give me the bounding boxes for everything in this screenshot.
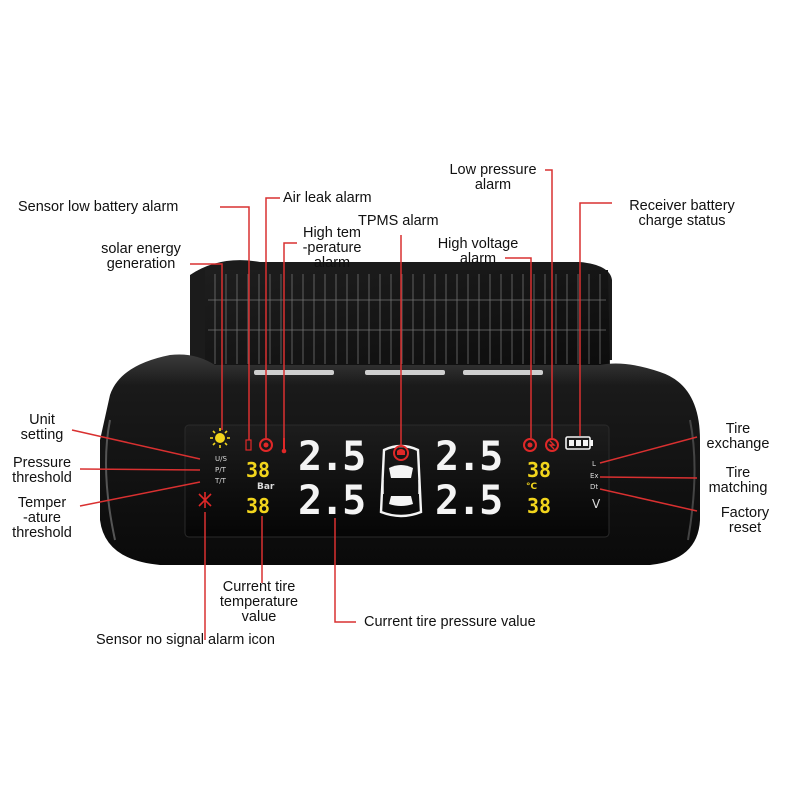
light-strip-2 [365,370,445,375]
pressure-front-left: 2.5 [298,434,366,480]
tpms-alarm-glyph [397,449,405,455]
label-air-leak: Air leak alarm [283,190,372,206]
label-high-voltage-line2: alarm [459,251,497,267]
label-tire-exchange: Tire exchange [700,422,776,452]
label-solar: solar energy generation [86,242,196,272]
label-high-voltage-line1: High voltage [437,236,519,252]
pressure-rear-right: 2.5 [435,478,503,524]
label-receiver-battery-line2: charge status [638,213,726,229]
label-unit-setting-line1: Unit [29,412,55,428]
label-current-temp-line3: value [241,609,277,625]
label-current-temp-line2: temperature [219,594,299,610]
unit-celsius: °C [526,482,538,492]
body-highlight-right [687,419,696,541]
receiver-battery-tip [590,440,593,446]
unit-bar: Bar [257,482,275,492]
label-factory-reset-line1: Factory [720,505,770,521]
low-pressure-icon-dot [527,442,533,448]
label-tpms: TPMS alarm [358,213,439,229]
label-unit-setting-line2: setting [20,427,64,443]
label-low-pressure: Low pressure alarm [428,163,558,193]
label-high-temp: High tem -perature alarm [292,226,372,271]
temp-front-left: 38 [246,458,271,482]
label-tire-exchange-line2: exchange [706,436,770,452]
solar-panel [205,270,610,368]
sun-icon [210,428,230,448]
battery-bar-3 [583,440,588,446]
label-tire-matching-line1: Tire [725,465,751,481]
label-temperature-threshold: Temper -ature threshold [4,496,80,541]
body-highlight-left [105,419,116,541]
label-sensor-low-battery: Sensor low battery alarm [18,199,179,215]
label-solar-line2: generation [106,256,176,272]
no-signal-icon [198,492,212,508]
high-voltage-bolt [548,440,556,450]
label-solar-line1: solar energy [101,241,181,257]
battery-bar-2 [576,440,581,446]
temp-front-right: 38 [527,458,552,482]
label-current-temp-line1: Current tire [222,579,296,595]
high-voltage-icon [545,438,559,452]
car-icon [379,444,423,518]
label-tire-exchange-line1: Tire [725,421,751,437]
menu-us: U/S [215,455,227,463]
unit-volt: V [592,497,601,511]
lcd-screen [184,424,610,538]
label-pressure-threshold-line1: Pressure [12,455,72,471]
label-high-temp-line2: -perature [302,240,362,256]
air-leak-icon-dot [263,442,269,448]
label-tire-matching: Tire matching [700,466,776,496]
label-factory-reset-line2: reset [728,520,762,536]
battery-bar-1 [569,440,574,446]
label-low-pressure-line2: alarm [474,177,512,193]
label-factory-reset: Factory reset [710,506,780,536]
thermometer-bulb [281,448,287,454]
menu-ex: Ex [590,472,599,480]
light-strip-3 [463,370,543,375]
leader-lines [71,169,698,640]
pressure-front-right: 2.5 [435,434,503,480]
menu-dt: Dt [590,483,599,491]
pressure-rear-left: 2.5 [298,478,366,524]
label-high-voltage: High voltage alarm [418,237,538,267]
label-low-pressure-line1: Low pressure [449,162,537,178]
low-pressure-icon [523,438,537,452]
label-tire-matching-line2: matching [708,480,768,496]
menu-pt: P/T [215,466,226,474]
label-unit-setting: Unit setting [12,413,72,443]
label-temperature-threshold-line1: Temper [17,495,67,511]
menu-l: L [592,460,596,468]
temp-rear-left: 38 [246,494,271,518]
label-temperature-threshold-line2: -ature [23,510,61,526]
label-pressure-threshold-line2: threshold [12,470,72,486]
label-current-pressure: Current tire pressure value [364,614,536,630]
light-strip-1 [254,370,334,375]
solar-cells [208,274,606,364]
air-leak-icon [259,438,273,452]
label-current-temp: Current tire temperature value [200,580,318,625]
temp-rear-right: 38 [527,494,552,518]
menu-tt: T/T [215,477,226,485]
label-receiver-battery: Receiver battery charge status [612,199,752,229]
label-no-signal: Sensor no signal alarm icon [96,632,275,648]
label-high-temp-line1: High tem [302,225,362,241]
label-temperature-threshold-line3: threshold [12,525,72,541]
label-pressure-threshold: Pressure threshold [4,456,80,486]
label-high-temp-line3: alarm [313,255,351,271]
label-receiver-battery-line1: Receiver battery [629,198,735,214]
